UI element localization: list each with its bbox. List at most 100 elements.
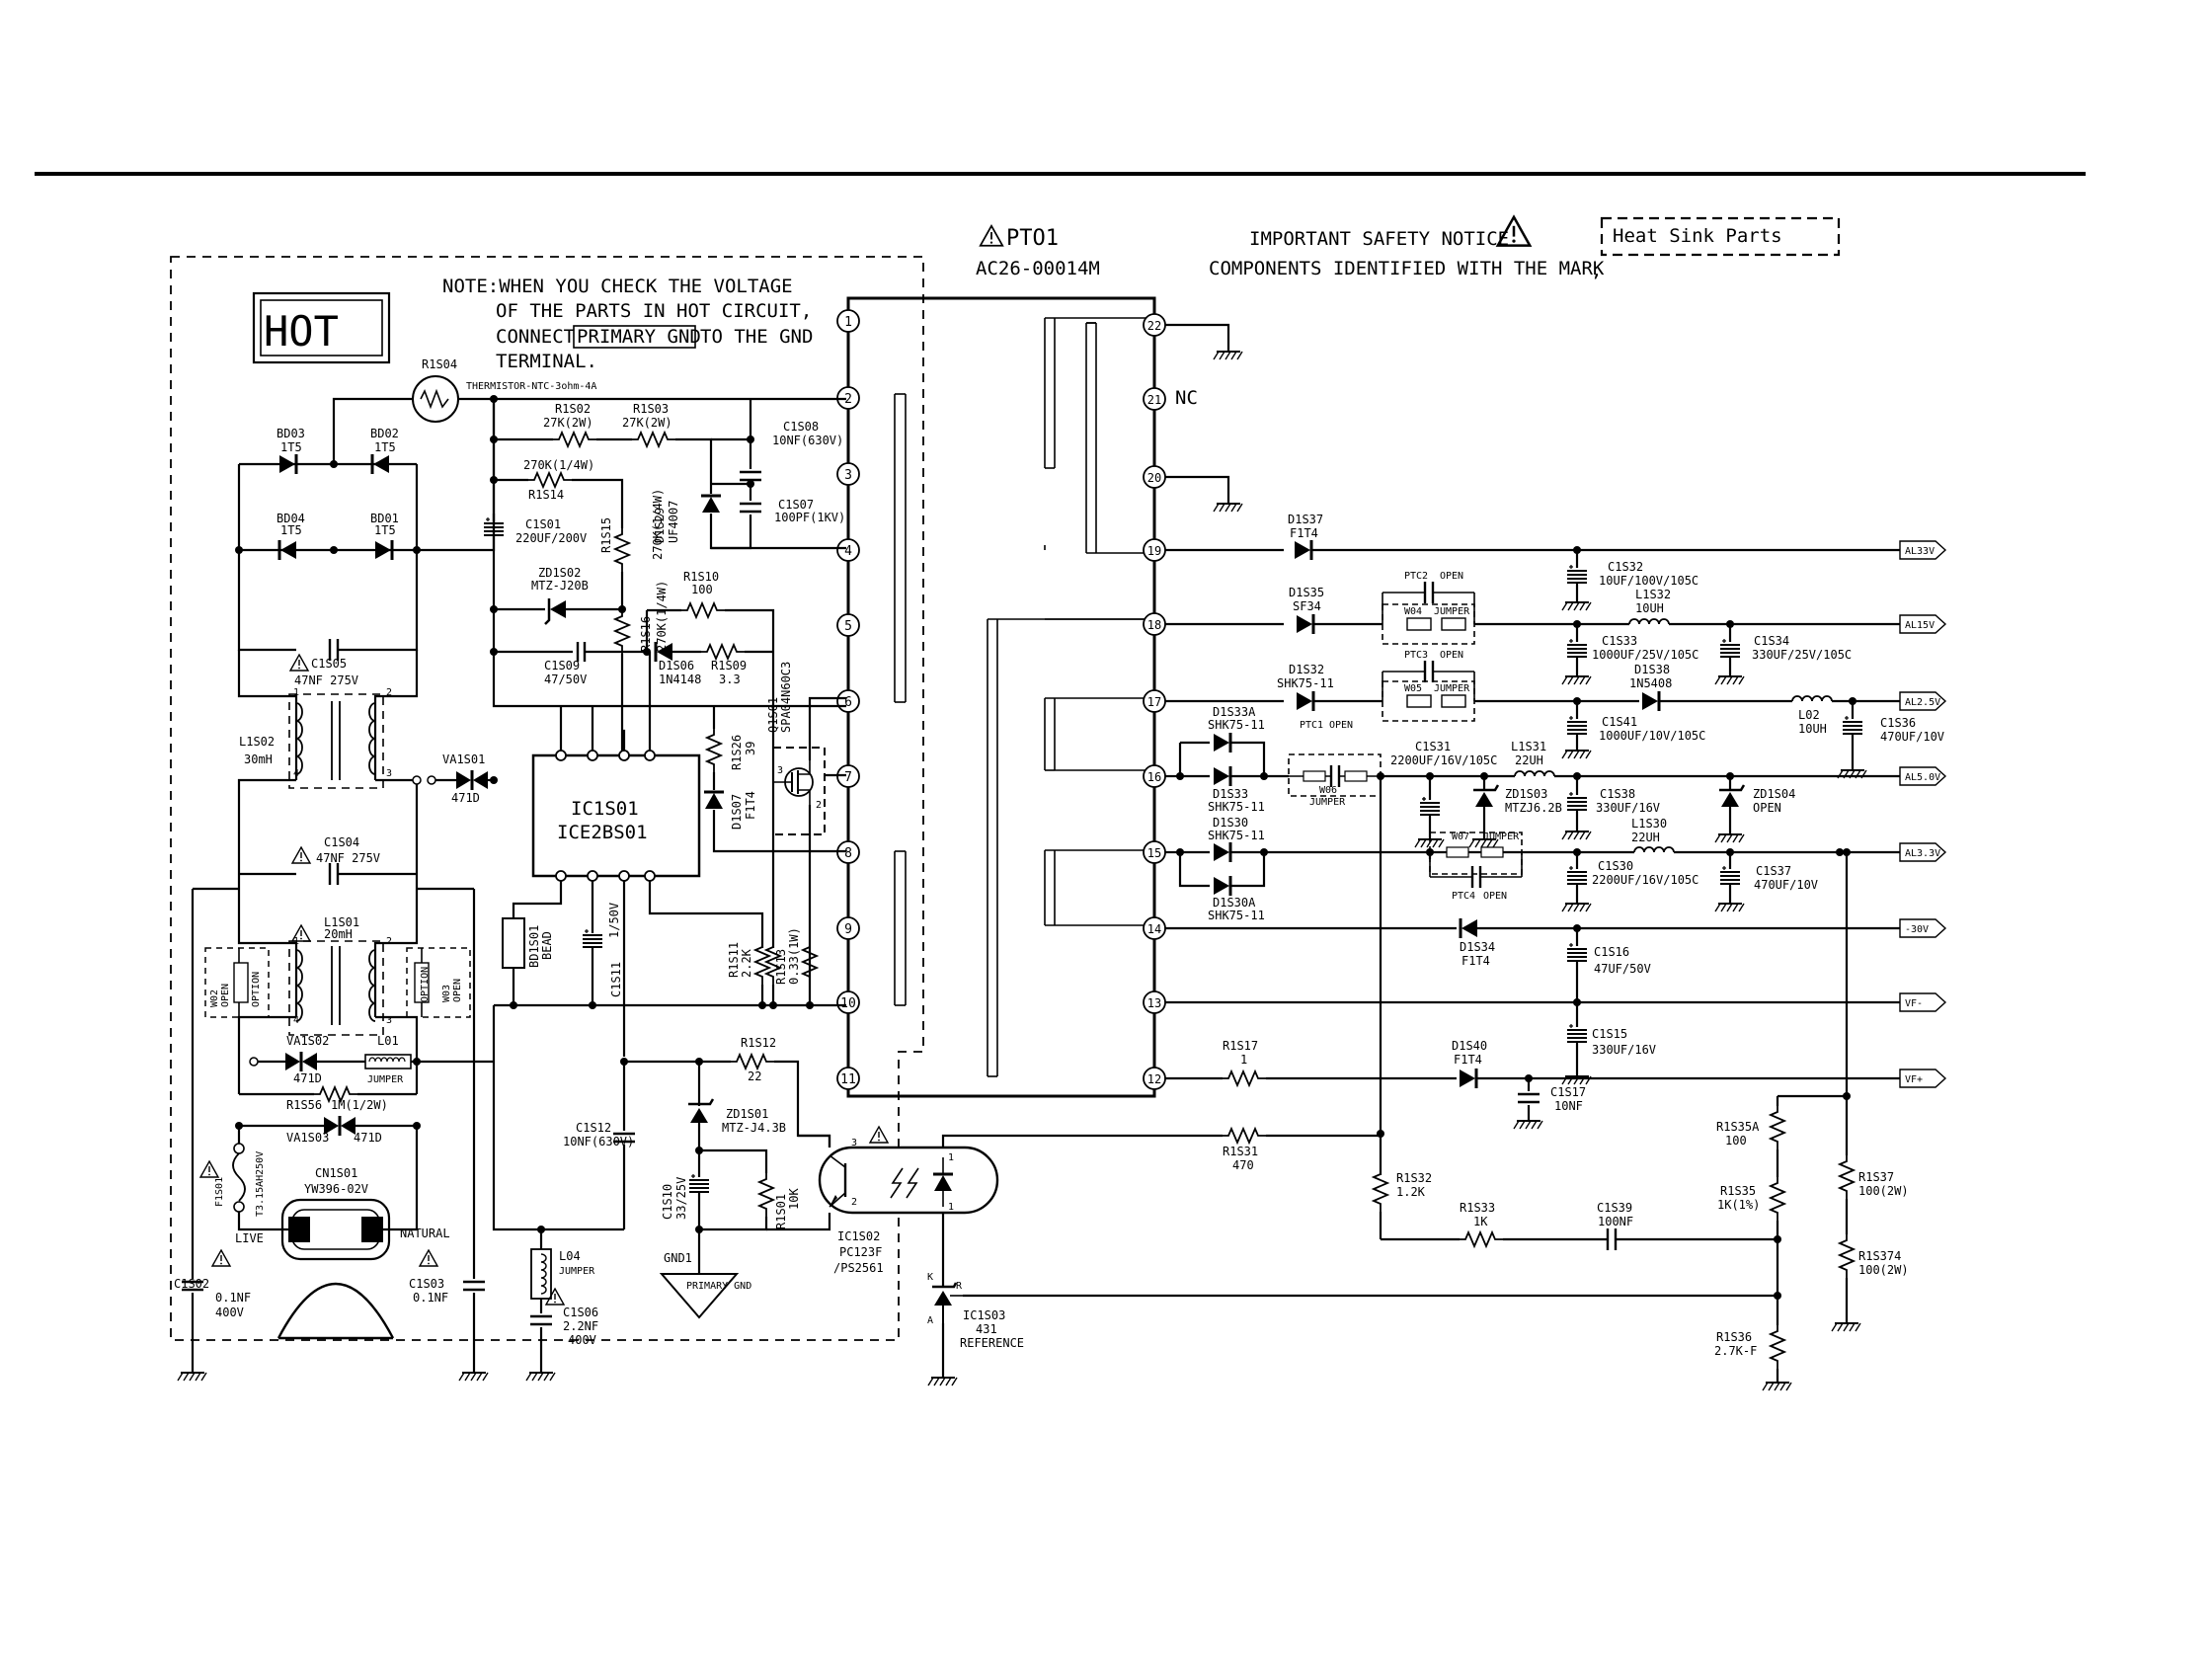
svg-text:R1S33: R1S33 — [1460, 1201, 1495, 1215]
svg-text:SF34: SF34 — [1293, 599, 1321, 613]
svg-text:100: 100 — [1725, 1134, 1747, 1148]
svg-text:D1S29: D1S29 — [653, 508, 667, 543]
svg-text:F1T4: F1T4 — [1454, 1053, 1482, 1067]
svg-text:400V: 400V — [215, 1306, 244, 1319]
primary-pin-11 — [836, 1067, 860, 1090]
svg-text:OPTION: OPTION — [420, 967, 431, 1002]
pto-label: PTO1 — [1006, 226, 1059, 251]
svg-text:F1T4: F1T4 — [744, 791, 757, 820]
svg-text:4: 4 — [293, 768, 299, 779]
svg-text:1T5: 1T5 — [280, 440, 302, 454]
svg-text:/PS2561: /PS2561 — [833, 1261, 884, 1275]
svg-text:ZD1S03: ZD1S03 — [1505, 787, 1547, 801]
svg-text:L1S02: L1S02 — [239, 735, 275, 749]
output-connector — [1899, 691, 1947, 711]
bd03-label: BD03 — [276, 427, 305, 440]
svg-text:471D: 471D — [354, 1131, 382, 1145]
svg-text:10NF: 10NF — [1554, 1099, 1583, 1113]
transformer-pto1 — [846, 296, 1156, 1098]
svg-text:1: 1 — [948, 1202, 954, 1213]
svg-text:PC123F: PC123F — [839, 1245, 882, 1259]
output-label: AL2.5V — [1905, 697, 1940, 708]
svg-text:1.2K: 1.2K — [1396, 1185, 1426, 1199]
svg-text:W02: W02 — [209, 990, 220, 1007]
primary-pin-label: 6 — [844, 695, 852, 710]
svg-text:R1S35: R1S35 — [1720, 1184, 1756, 1198]
svg-text:D1S07: D1S07 — [730, 794, 744, 830]
primary-pin-10 — [836, 990, 860, 1014]
secondary-pin-label: 15 — [1147, 846, 1161, 860]
svg-text:C1S30: C1S30 — [1598, 859, 1633, 873]
svg-text:D1S32: D1S32 — [1289, 663, 1324, 676]
svg-text:R1S17: R1S17 — [1223, 1039, 1258, 1053]
svg-text:CN1S01: CN1S01 — [315, 1166, 357, 1180]
note-line1: NOTE:WHEN YOU CHECK THE VOLTAGE — [442, 276, 793, 297]
svg-text:Q1S01: Q1S01 — [766, 697, 780, 733]
note-line3c: TO THE GND — [700, 326, 813, 348]
hot-area-boundary — [170, 256, 924, 1341]
svg-text:OPTION: OPTION — [251, 972, 262, 1007]
ic1s01-name: IC1S01 — [571, 798, 639, 820]
output-connector — [1899, 540, 1947, 560]
svg-text:W05: W05 — [1404, 683, 1422, 694]
svg-text:MTZ-J20B: MTZ-J20B — [531, 579, 589, 593]
note-line2: OF THE PARTS IN HOT CIRCUIT, — [496, 300, 812, 322]
secondary-pin-21 — [1143, 387, 1166, 411]
output-connector — [1899, 842, 1947, 862]
output-label: AL33V — [1905, 546, 1935, 557]
svg-text:1T5: 1T5 — [280, 523, 302, 537]
output-connector — [1899, 614, 1947, 634]
svg-text:R1S26: R1S26 — [730, 735, 744, 770]
svg-text:C1S02: C1S02 — [174, 1277, 209, 1291]
primary-pin-label: 11 — [840, 1072, 856, 1087]
primary-pin-label: 9 — [844, 922, 852, 937]
nc-label: NC — [1175, 387, 1198, 409]
output-connector — [1899, 766, 1947, 786]
svg-text:1N5408: 1N5408 — [1629, 676, 1672, 690]
note-line3a: CONNECT — [496, 326, 575, 348]
svg-text:SPA04N60C3: SPA04N60C3 — [779, 662, 793, 733]
ic1s01-model: ICE2BS01 — [557, 822, 648, 843]
output-label: AL5.0V — [1905, 772, 1940, 783]
svg-text:20mH: 20mH — [324, 927, 353, 941]
svg-text:3: 3 — [386, 768, 392, 779]
svg-text:C1S10: C1S10 — [661, 1184, 674, 1220]
svg-text:ZD1S02: ZD1S02 — [538, 566, 581, 580]
svg-text:OPEN: OPEN — [1483, 891, 1507, 902]
primary-pin-3 — [836, 462, 860, 486]
svg-text:10UH: 10UH — [1635, 601, 1664, 615]
svg-text:330UF/16V: 330UF/16V — [1592, 1043, 1656, 1057]
svg-text:C1S41: C1S41 — [1602, 715, 1637, 729]
secondary-pin-label: 21 — [1147, 393, 1161, 407]
svg-text:BD01: BD01 — [370, 512, 399, 525]
svg-text:1T5: 1T5 — [374, 523, 396, 537]
svg-text:PTC3: PTC3 — [1404, 650, 1428, 661]
svg-text:C1S16: C1S16 — [1594, 945, 1629, 959]
svg-text:431: 431 — [976, 1322, 997, 1336]
svg-text:R1S09: R1S09 — [711, 659, 747, 673]
svg-text:L1S31: L1S31 — [1511, 740, 1546, 753]
primary-pin-label: 1 — [844, 315, 852, 330]
svg-text:0.1NF: 0.1NF — [215, 1291, 251, 1305]
svg-text:1M(1/2W): 1M(1/2W) — [331, 1098, 388, 1112]
svg-text:D1S06: D1S06 — [659, 659, 694, 673]
output-connector — [1899, 992, 1947, 1012]
output-label: AL15V — [1905, 620, 1935, 631]
primary-pin-label: 5 — [844, 619, 852, 634]
svg-text:,: , — [1591, 260, 1602, 281]
svg-text:100(2W): 100(2W) — [1858, 1263, 1909, 1277]
svg-text:L01: L01 — [377, 1034, 399, 1048]
svg-text:LIVE: LIVE — [235, 1231, 264, 1245]
svg-text:W07: W07 — [1452, 832, 1469, 842]
output-label: -30V — [1905, 924, 1929, 935]
svg-text:IC1S02: IC1S02 — [837, 1229, 880, 1243]
svg-text:3: 3 — [851, 1138, 857, 1148]
svg-text:10UF/100V/105C: 10UF/100V/105C — [1599, 574, 1698, 588]
svg-text:L1S32: L1S32 — [1635, 588, 1671, 601]
svg-text:1000UF/25V/105C: 1000UF/25V/105C — [1592, 648, 1698, 662]
svg-text:100: 100 — [691, 583, 713, 596]
svg-text:10K: 10K — [787, 1188, 801, 1210]
svg-text:ZD1S04: ZD1S04 — [1753, 787, 1795, 801]
svg-text:IC1S03: IC1S03 — [963, 1308, 1005, 1322]
